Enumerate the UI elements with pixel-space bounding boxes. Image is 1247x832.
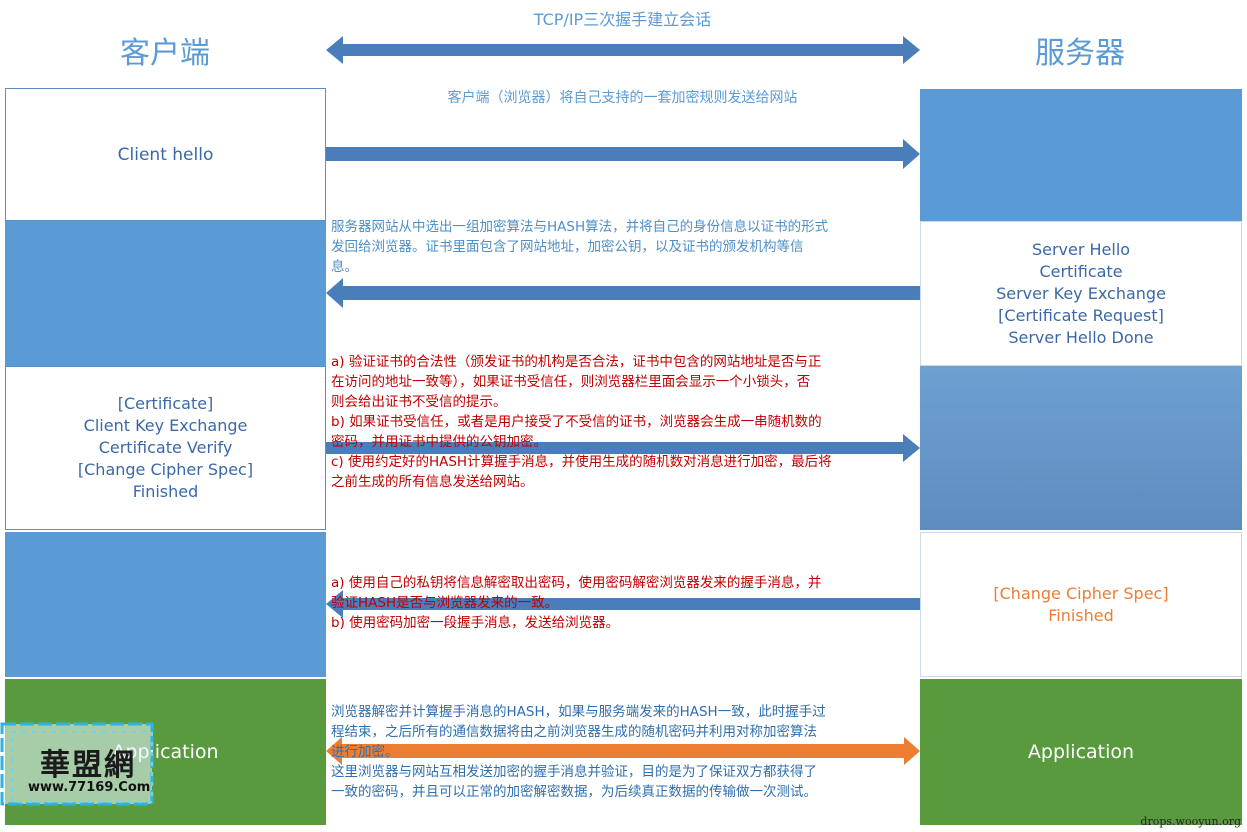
note-line: 在访问的地址一致等），如果证书受信任，则浏览器栏里面会显示一个小锁头，否 <box>331 374 811 390</box>
server-verify-note: a) 使用自己的私钥将信息解密取出密码，使用密码解密浏览器发来的握手消息，并 验… <box>331 573 916 633</box>
client-hello-label: Client hello <box>117 144 214 165</box>
server-hello-line: Server Hello Done <box>1008 327 1154 347</box>
note-line: 这里浏览器与网站互相发送加密的握手消息并验证，目的是为了保证双方都获得了 <box>331 764 817 780</box>
note-line: a) 验证证书的合法性（颁发证书的机构是否合法，证书中包含的网站地址是否与正 <box>331 354 822 370</box>
site-logo: 華盟網 www.77169.Com <box>0 718 180 810</box>
server-hello-box: Server Hello Certificate Server Key Exch… <box>920 221 1242 366</box>
client-key-line: [Certificate] <box>117 394 214 413</box>
client-key-arrow <box>326 434 920 462</box>
server-reply-note: 服务器网站从中选出一组加密算法与HASH算法，并将自己的身份信息以证书的形式 发… <box>331 217 916 277</box>
note-line: b) 如果证书受信任，或者是用户接受了不受信的证书，浏览器会生成一串随机数的 <box>331 414 822 430</box>
client-send-label: 客户端（浏览器）将自己支持的一套加密规则发送给网站 <box>447 90 798 106</box>
note-line: 密码，并用证书中提供的公钥加密。 <box>331 434 547 450</box>
server-hello-line: Server Hello <box>1031 239 1131 259</box>
client-key-line: Finished <box>132 482 199 501</box>
client-hello-box: Client hello <box>5 88 326 221</box>
server-title: 服务器 <box>1035 36 1125 71</box>
client-key-line: Certificate Verify <box>98 438 233 457</box>
logo-url: www.77169.Com <box>28 780 151 795</box>
server-finish-line: Finished <box>1048 605 1114 625</box>
logo-name: 華盟網 <box>40 748 136 783</box>
server-idle-block-1 <box>920 89 1242 221</box>
server-hello-arrow <box>326 278 920 308</box>
client-key-line: Client Key Exchange <box>83 416 248 435</box>
client-title: 客户端 <box>120 36 210 71</box>
handshake-double-arrow <box>326 36 920 64</box>
note-line: a) 使用自己的私钥将信息解密取出密码，使用密码解密浏览器发来的握手消息，并 <box>331 575 822 591</box>
application-data-arrow <box>326 737 920 765</box>
watermark: drops.wooyun.org <box>1140 815 1241 828</box>
client-hello-arrow <box>326 139 920 169</box>
server-hello-line: Server Key Exchange <box>996 283 1166 303</box>
final-note: 浏览器解密并计算握手消息的HASH，如果与服务端发来的HASH一致，此时握手过 … <box>331 702 916 802</box>
client-key-exchange-box: [Certificate] Client Key Exchange Certif… <box>5 366 326 530</box>
server-application-box: Application <box>920 679 1242 825</box>
note-line: 程结束，之后所有的通信数据将由之前浏览器生成的随机密码并利用对称加密算法 <box>331 724 817 740</box>
note-line: 进行加密。 <box>331 744 399 760</box>
client-key-line: [Change Cipher Spec] <box>77 460 254 479</box>
server-finished-box: [Change Cipher Spec] Finished <box>920 532 1242 677</box>
server-finish-line: [Change Cipher Spec] <box>993 583 1169 603</box>
note-line: 发回给浏览器。证书里面包含了网站地址，加密公钥，以及证书的颁发机构等信 <box>331 239 804 255</box>
note-line: 则会给出证书不受信的提示。 <box>331 394 507 410</box>
server-hello-line: [Certificate Request] <box>998 305 1164 325</box>
note-line: 息。 <box>331 259 358 275</box>
server-finished-arrow <box>326 590 920 618</box>
client-idle-block-2 <box>5 532 326 677</box>
handshake-label: TCP/IP三次握手建立会话 <box>533 10 712 29</box>
note-line: 验证HASH是否与浏览器发来的一致。 <box>331 595 559 611</box>
logo-frame-icon <box>0 722 154 806</box>
note-line: b) 使用密码加密一段握手消息，发送给浏览器。 <box>331 615 620 631</box>
server-hello-line: Certificate <box>1039 261 1123 281</box>
note-line: c) 使用约定好的HASH计算握手消息，并使用生成的随机数对消息进行加密，最后将 <box>331 454 832 470</box>
client-idle-block-1 <box>5 221 326 366</box>
server-application-label: Application <box>1027 741 1135 763</box>
client-verify-note: a) 验证证书的合法性（颁发证书的机构是否合法，证书中包含的网站地址是否与正 在… <box>331 352 916 492</box>
note-line: 之前生成的所有信息发送给网站。 <box>331 474 534 490</box>
server-idle-block-2 <box>920 366 1242 530</box>
note-line: 服务器网站从中选出一组加密算法与HASH算法，并将自己的身份信息以证书的形式 <box>331 219 829 235</box>
note-line: 浏览器解密并计算握手消息的HASH，如果与服务端发来的HASH一致，此时握手过 <box>331 704 826 720</box>
note-line: 一致的密码，并且可以正常的加密解密数据，为后续真正数据的传输做一次测试。 <box>331 784 817 800</box>
